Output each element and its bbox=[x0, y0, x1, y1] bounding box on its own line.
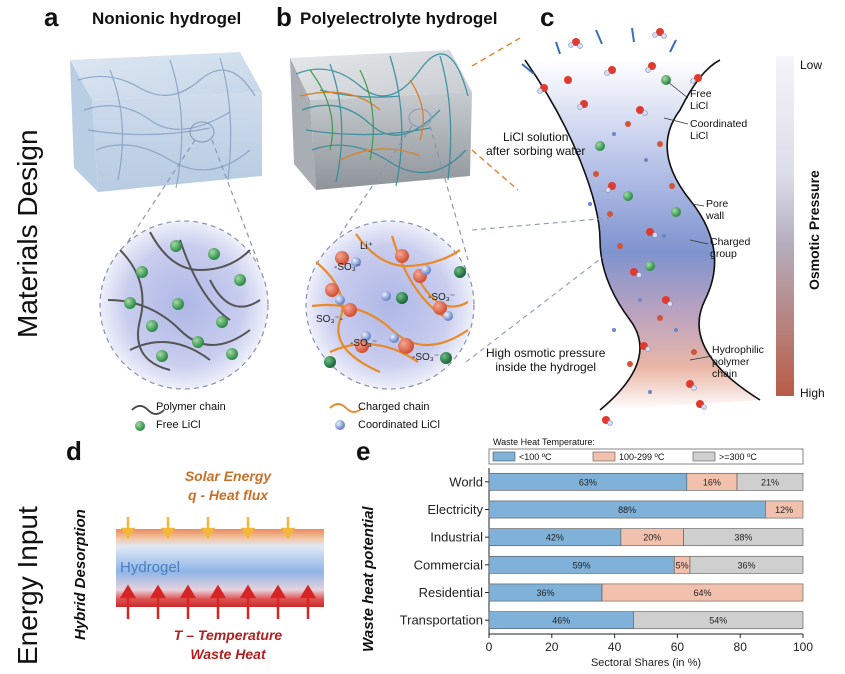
label-coordinated-licl: Coordinated LiCl bbox=[690, 118, 748, 142]
category-label: Transportation bbox=[400, 613, 483, 628]
hybrid-desorption-label: Hybrid Desorption bbox=[72, 509, 89, 640]
bar-data-label: 88% bbox=[618, 505, 636, 515]
label-free-licl: Free LiCl bbox=[690, 88, 712, 112]
free-licl-legend-icon bbox=[135, 421, 145, 431]
so3-label-2: -SO₃⁻ bbox=[428, 292, 455, 303]
legend-title: Waste Heat Temperature: bbox=[493, 437, 595, 447]
water-inflow-arrows bbox=[521, 27, 677, 75]
bar-data-label: 59% bbox=[573, 560, 591, 570]
nonionic-hydrogel-cube bbox=[70, 52, 262, 192]
panel-letter-d-visible: d bbox=[66, 436, 82, 466]
panel-title-b: Polyelectrolyte hydrogel bbox=[300, 9, 498, 28]
hydrogel-heating-diagram bbox=[116, 517, 324, 619]
heat-flux-label: q - Heat flux bbox=[187, 487, 269, 503]
bar-data-label: 38% bbox=[734, 533, 752, 543]
bar-data-label: 54% bbox=[709, 616, 727, 626]
category-label: Industrial bbox=[430, 530, 483, 545]
so3-label-1: -SO₃⁻ bbox=[334, 262, 361, 273]
legend-charged-chain: Charged chain bbox=[358, 401, 430, 413]
bar-data-label: 63% bbox=[579, 477, 597, 487]
water-molecules bbox=[537, 28, 707, 426]
x-tick-label: 100 bbox=[793, 640, 813, 654]
charged-chain-legend-icon bbox=[329, 403, 363, 413]
hydrogel-illustrations: Li⁺ -SO₃⁻ -SO₃⁻ SO₃⁻- -SO₃⁻ -SO₃⁻ bbox=[70, 37, 521, 431]
hydrogel-label: Hydrogel bbox=[120, 559, 181, 576]
so3-label-3: SO₃⁻- bbox=[316, 314, 343, 325]
osmotic-pressure-colorbar bbox=[776, 56, 794, 396]
bar-data-label: 21% bbox=[761, 477, 779, 487]
pore-label-pointers bbox=[663, 81, 713, 361]
coordinated-licl-legend-icon bbox=[335, 420, 345, 430]
bar-data-label: 46% bbox=[552, 616, 570, 626]
waste-heat-potential-label: Waste heat potential bbox=[360, 506, 377, 652]
polyelectrolyte-hydrogel-zoom: Li⁺ -SO₃⁻ -SO₃⁻ SO₃⁻- -SO₃⁻ -SO₃⁻ bbox=[305, 220, 475, 390]
bar-data-label: 64% bbox=[694, 588, 712, 598]
bar-data-label: 16% bbox=[703, 477, 721, 487]
panel-title-a: Nonionic hydrogel bbox=[92, 9, 242, 28]
label-licl-solution: LiCl solution after sorbing water bbox=[486, 130, 586, 158]
legend-swatch-1 bbox=[592, 451, 616, 462]
bar-segment bbox=[765, 500, 804, 519]
temperature-label: T – Temperature bbox=[173, 627, 283, 643]
osmotic-high-label: High bbox=[800, 386, 825, 400]
panel-letter-a: a bbox=[44, 2, 59, 32]
so3-label-4: -SO₃⁻ bbox=[350, 338, 377, 349]
panel-letter-e: e bbox=[356, 436, 371, 466]
panel-letter-b: b bbox=[276, 2, 292, 32]
category-label: Commercial bbox=[414, 557, 483, 572]
polyelectrolyte-hydrogel-cube bbox=[290, 50, 472, 190]
legend-box bbox=[488, 448, 804, 465]
x-tick-label: 60 bbox=[671, 640, 685, 654]
x-tick-label: 40 bbox=[608, 640, 622, 654]
pore-diagram bbox=[465, 27, 761, 426]
x-tick-label: 80 bbox=[734, 640, 748, 654]
bar-segment bbox=[689, 555, 804, 574]
legend-polymer-chain: Polymer chain bbox=[156, 401, 226, 413]
category-label: Electricity bbox=[427, 502, 483, 517]
waste-heat-label: Waste Heat bbox=[190, 646, 266, 662]
bar-data-label: 5% bbox=[676, 560, 689, 570]
x-tick-label: 20 bbox=[545, 640, 559, 654]
osmotic-pressure-title: Osmotic Pressure bbox=[806, 170, 822, 290]
so3-label-5: -SO₃⁻ bbox=[412, 352, 439, 363]
legend-label-1: 100-299 ºC bbox=[619, 452, 665, 462]
bar-data-label: 36% bbox=[537, 588, 555, 598]
bar-segment bbox=[633, 611, 804, 630]
pore-licl-particles bbox=[588, 75, 697, 394]
category-label: Residential bbox=[419, 585, 483, 600]
bar-segment bbox=[683, 528, 804, 547]
legend-coordinated-licl: Coordinated LiCl bbox=[358, 419, 440, 431]
legend-label-0: <100 ºC bbox=[519, 452, 552, 462]
legend-label-2: >=300 ºC bbox=[719, 452, 757, 462]
section-label-energy-input: Energy Input bbox=[12, 506, 43, 665]
x-axis-label: Sectoral Shares (in %) bbox=[591, 657, 701, 669]
solar-energy-label: Solar Energy bbox=[184, 468, 272, 484]
legend-swatch-2 bbox=[692, 451, 716, 462]
category-label: World bbox=[449, 474, 483, 489]
polymer-chain-legend-icon bbox=[131, 405, 165, 415]
panel-letter-c: c bbox=[540, 2, 555, 32]
nonionic-hydrogel-zoom bbox=[99, 220, 269, 390]
bar-data-label: 42% bbox=[546, 533, 564, 543]
bar-data-label: 12% bbox=[775, 505, 793, 515]
label-pore-wall: Pore wall bbox=[706, 198, 729, 222]
bar-data-label: 20% bbox=[643, 533, 661, 543]
li-ion-label: Li⁺ bbox=[360, 241, 373, 252]
bar-segment bbox=[736, 472, 804, 491]
bar-segment bbox=[601, 583, 804, 602]
label-charged-group: Charged group bbox=[710, 236, 751, 260]
waste-heat-chart: Waste Heat Temperature: <100 ºC 100-299 ºC… bbox=[400, 437, 814, 669]
label-hydrophilic-chain: Hydrophilic polymer chain bbox=[712, 344, 764, 380]
osmotic-low-label: Low bbox=[800, 58, 823, 72]
label-high-osmotic-pressure: High osmotic pressure inside the hydroge… bbox=[486, 346, 606, 374]
x-tick-label: 0 bbox=[486, 640, 493, 654]
bar-data-label: 36% bbox=[737, 560, 755, 570]
legend-free-licl: Free LiCl bbox=[156, 419, 201, 431]
legend-swatch-0 bbox=[492, 451, 516, 462]
